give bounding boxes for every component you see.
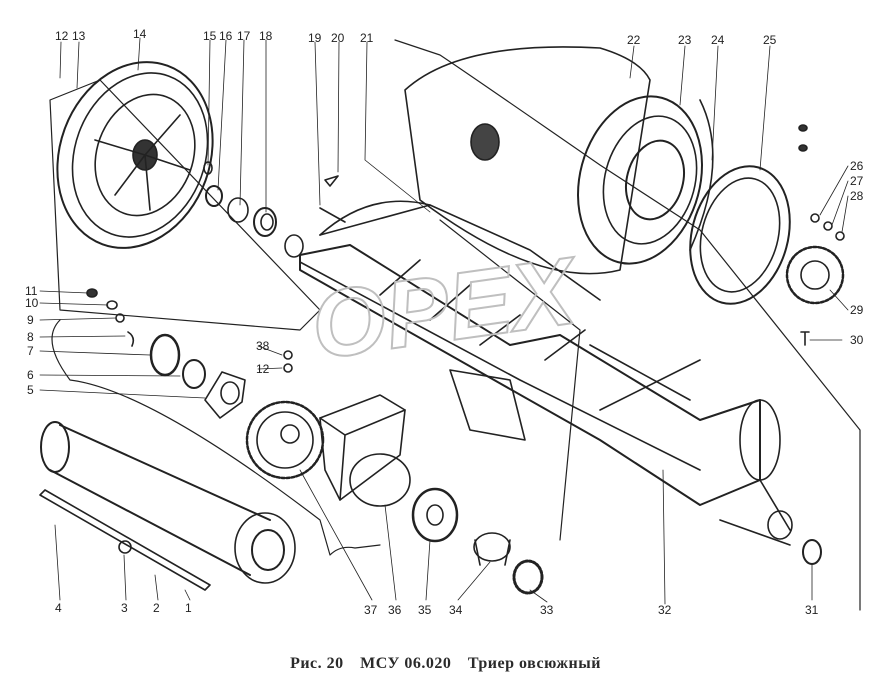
callout-10: 10 — [25, 296, 39, 310]
callout-38: 38 — [256, 339, 270, 353]
callout-14: 14 — [133, 27, 147, 41]
callout-8: 8 — [27, 330, 34, 344]
callout-26: 26 — [850, 159, 864, 173]
callout-23: 23 — [678, 33, 692, 47]
drum-cover-22 — [404, 46, 651, 275]
callout-30: 30 — [850, 333, 864, 347]
cut-line-left — [51, 319, 381, 556]
callout-32: 32 — [658, 603, 672, 617]
caption-code: МСУ 06.020 — [360, 655, 452, 672]
watermark: OPEX — [305, 237, 587, 379]
callout-20: 20 — [331, 31, 345, 45]
pulley-wheel-14 — [56, 61, 214, 249]
callout-36: 36 — [388, 603, 402, 617]
callout-4: 4 — [55, 601, 62, 615]
leader-lines — [39, 37, 849, 605]
callout-6: 6 — [27, 368, 34, 382]
callout-13: 13 — [72, 29, 86, 43]
callout-3: 3 — [121, 601, 128, 615]
callout-1: 1 — [185, 601, 192, 615]
callout-15: 15 — [203, 29, 217, 43]
callout-11: 11 — [25, 284, 38, 298]
callout-29: 29 — [850, 303, 864, 317]
callout-16: 16 — [219, 29, 233, 43]
drum-end-rings-23-24 — [577, 95, 714, 265]
split-ring-25 — [689, 165, 791, 305]
callout-24: 24 — [711, 33, 725, 47]
hopper-36 — [319, 394, 411, 507]
section-outline — [49, 79, 321, 331]
callout-12b: 12 — [256, 362, 270, 376]
callout-31: 31 — [805, 603, 819, 617]
pins-19-20 — [283, 207, 346, 373]
callout-25: 25 — [763, 33, 777, 47]
callout-19: 19 — [308, 31, 322, 45]
bearing-stack-33-35 — [411, 487, 544, 595]
callout-17: 17 — [237, 29, 251, 43]
callout-5: 5 — [27, 383, 34, 397]
callout-33: 33 — [540, 603, 554, 617]
callout-21: 21 — [360, 31, 374, 45]
callout-2: 2 — [153, 601, 160, 615]
callout-22: 22 — [627, 33, 641, 47]
cut-line-right — [394, 39, 861, 611]
callout-12: 12 — [55, 29, 69, 43]
trough-frame — [299, 200, 793, 546]
callout-35: 35 — [418, 603, 432, 617]
callout-27: 27 — [850, 174, 864, 188]
callout-28: 28 — [850, 189, 864, 203]
callout-labels: 12 13 14 15 16 17 18 19 20 21 22 23 24 2… — [25, 27, 864, 617]
callout-7: 7 — [27, 344, 34, 358]
callout-9: 9 — [27, 313, 34, 327]
callout-37: 37 — [364, 603, 378, 617]
cut-line-center — [439, 219, 581, 541]
figure-caption: Рис. 20 МСУ 06.020 Триер овсюжный — [0, 655, 891, 673]
right-fastener-parts — [785, 124, 845, 565]
callout-34: 34 — [449, 603, 463, 617]
callout-18: 18 — [259, 29, 273, 43]
cylinder-housing-4 — [39, 421, 296, 591]
caption-title: Триер овсюжный — [467, 655, 601, 672]
caption-prefix: Рис. 20 — [290, 655, 344, 672]
sprocket-37 — [245, 400, 325, 480]
